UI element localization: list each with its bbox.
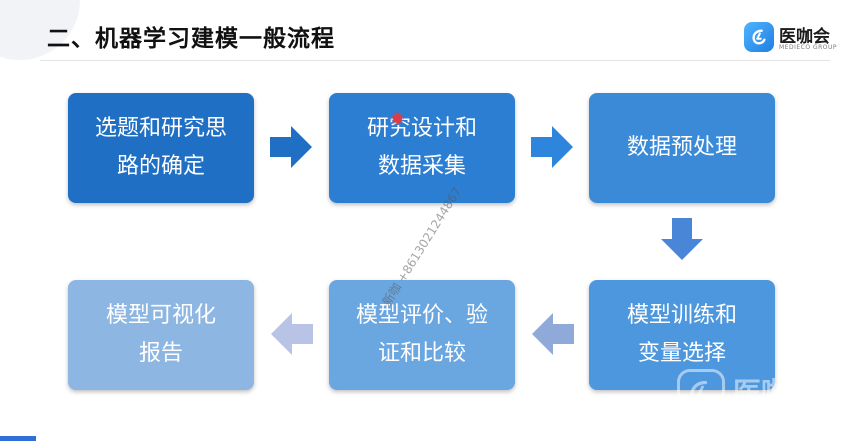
step-line: 研究设计和	[366, 116, 477, 141]
bottom-left-marker	[0, 436, 36, 441]
step-line: 报告	[138, 341, 183, 366]
step-design-data-collection: 研究设计和数据采集	[329, 93, 515, 203]
corner-watermark-name: 医咖会	[733, 376, 818, 409]
arrow-left-icon	[271, 313, 313, 355]
step-line: 模型可视化	[105, 303, 216, 328]
slide-title: 二、机器学习建模一般流程	[47, 26, 335, 52]
arrow-right-icon	[270, 126, 312, 168]
header-divider	[40, 60, 830, 61]
arrow-down-icon	[661, 218, 703, 260]
step-line: 路的确定	[116, 154, 205, 179]
step-line: 数据预处理	[626, 135, 737, 160]
step-line: 证和比较	[377, 341, 466, 366]
arrow-left-icon	[532, 313, 574, 355]
arrow-right-icon	[531, 126, 573, 168]
logo-mark-icon	[744, 22, 774, 52]
step-line: 模型评价、验	[355, 303, 488, 328]
step-model-evaluation: 模型评价、验证和比较	[329, 280, 515, 390]
step-line: 数据采集	[377, 154, 466, 179]
corner-watermark-subtitle: MEDIECO GROUP	[735, 406, 830, 415]
step-line: 模型训练和	[626, 303, 737, 328]
corner-watermark: 医咖会 MEDIECO GROUP	[677, 366, 847, 422]
brand-logo: 医咖会 MEDIECO GROUP	[744, 22, 854, 56]
logo-subtitle: MEDIECO GROUP	[779, 44, 838, 51]
step-line: 选题和研究思	[94, 116, 227, 141]
corner-logo-icon	[677, 369, 725, 417]
step-line: 变量选择	[637, 341, 726, 366]
step-data-preprocessing: 数据预处理	[589, 93, 775, 203]
logo-name: 医咖会	[779, 27, 830, 47]
step-topic-selection: 选题和研究思路的确定	[68, 93, 254, 203]
laser-pointer-dot	[393, 114, 402, 123]
step-visualization-report: 模型可视化报告	[68, 280, 254, 390]
